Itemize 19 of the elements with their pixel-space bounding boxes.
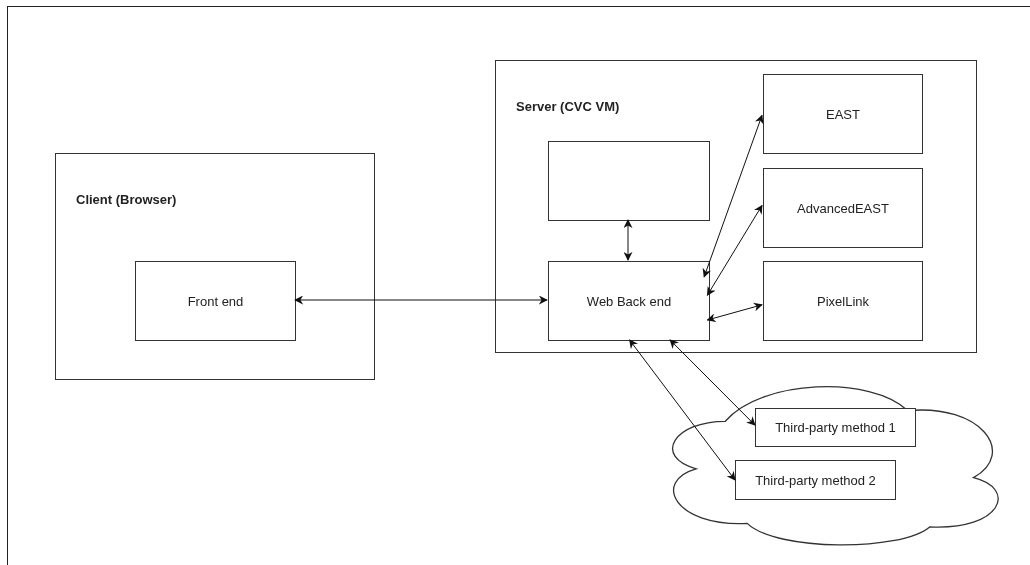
container-box [55, 153, 375, 380]
component-box: AdvancedEAST [763, 168, 923, 248]
double-arrow [706, 302, 763, 323]
double-arrow [629, 339, 736, 481]
double-arrow [702, 114, 764, 278]
component-box [548, 141, 710, 221]
double-arrow [623, 219, 633, 261]
component-box: EAST [763, 74, 923, 154]
component-box: Web Back end [548, 261, 710, 341]
component-box: Third-party method 2 [735, 460, 896, 500]
group-title: Server (CVC VM) [516, 99, 620, 114]
component-box: Front end [135, 261, 296, 341]
double-arrow [294, 295, 548, 305]
component-box: PixelLink [763, 261, 923, 341]
component-box: Third-party method 1 [755, 408, 916, 447]
container-box [495, 60, 977, 353]
double-arrow [669, 339, 756, 426]
double-arrow [706, 204, 763, 296]
group-title: Client (Browser) [76, 192, 177, 207]
